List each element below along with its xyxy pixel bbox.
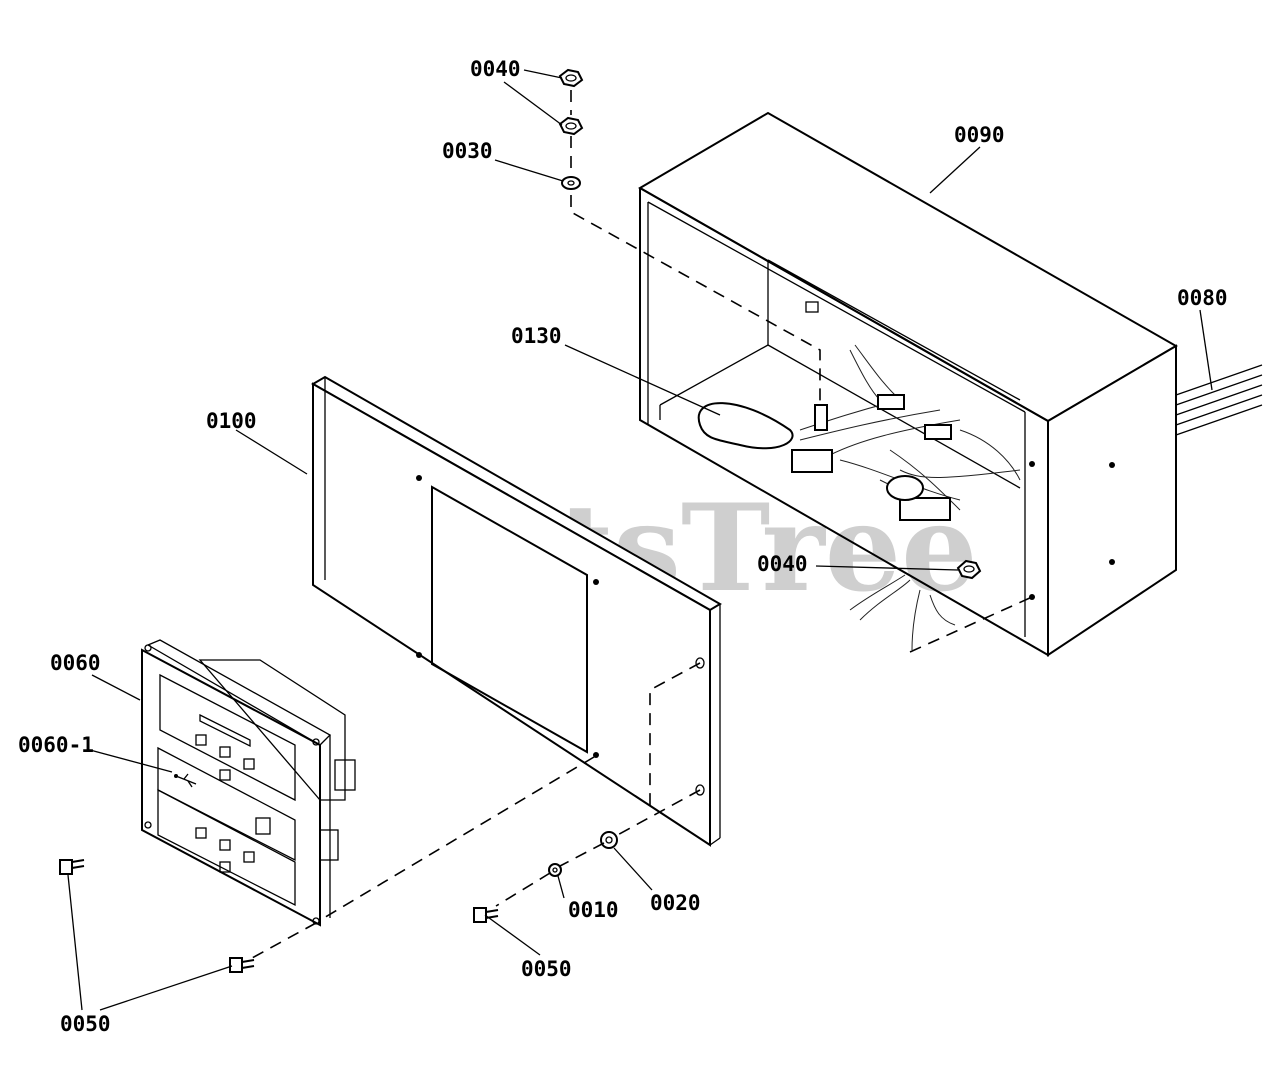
hole-icon bbox=[1029, 594, 1035, 600]
hole-icon bbox=[695, 784, 705, 796]
callout-0050-mid[interactable]: 0050 bbox=[521, 957, 572, 981]
wiring-harness[interactable] bbox=[697, 344, 1021, 651]
leader-lines bbox=[67, 69, 1213, 1011]
hole-icon bbox=[1109, 462, 1115, 468]
hole-icon bbox=[1109, 559, 1115, 565]
callout-0020[interactable]: 0020 bbox=[650, 891, 701, 915]
callout-0060[interactable]: 0060 bbox=[50, 651, 101, 675]
callout-0040-mid[interactable]: 0040 bbox=[757, 552, 808, 576]
hole-icon bbox=[695, 657, 705, 669]
washer[interactable] bbox=[561, 176, 581, 190]
hole-icon bbox=[416, 475, 422, 481]
hex-nut[interactable] bbox=[558, 116, 584, 136]
callout-0010[interactable]: 0010 bbox=[568, 898, 619, 922]
keypad-button-icon bbox=[219, 839, 231, 851]
callout-0130[interactable]: 0130 bbox=[511, 324, 562, 348]
front-panel[interactable] bbox=[310, 375, 722, 847]
keypad-button-icon bbox=[219, 769, 231, 781]
hex-nut[interactable] bbox=[558, 68, 584, 88]
callout-0100[interactable]: 0100 bbox=[206, 409, 257, 433]
washer[interactable] bbox=[600, 831, 618, 849]
wire-bundle[interactable] bbox=[1175, 364, 1263, 436]
callout-0080[interactable]: 0080 bbox=[1177, 286, 1228, 310]
hole-icon bbox=[416, 652, 422, 658]
hole-icon bbox=[1029, 461, 1035, 467]
usb-icon bbox=[174, 773, 197, 788]
screw[interactable] bbox=[229, 957, 255, 973]
callout-0040-top[interactable]: 0040 bbox=[470, 57, 521, 81]
hole-icon bbox=[593, 752, 599, 758]
screw[interactable] bbox=[59, 859, 85, 875]
enclosure-box[interactable] bbox=[638, 111, 1178, 657]
hole-icon bbox=[593, 579, 599, 585]
keypad-button-icon bbox=[243, 851, 255, 863]
lock-washer[interactable] bbox=[548, 863, 562, 877]
callout-labels: 0040 0030 0090 0080 0130 0100 0040 0060 … bbox=[18, 57, 1228, 1036]
keypad-button-icon bbox=[195, 827, 207, 839]
keypad-button-icon bbox=[243, 758, 255, 770]
assembly-lines bbox=[251, 90, 1033, 959]
keypad-button-icon bbox=[195, 734, 207, 746]
callout-0050-left[interactable]: 0050 bbox=[60, 1012, 111, 1036]
callout-0060-1[interactable]: 0060-1 bbox=[18, 733, 94, 757]
keypad-button-icon bbox=[219, 746, 231, 758]
callout-0090[interactable]: 0090 bbox=[954, 123, 1005, 147]
callout-0030[interactable]: 0030 bbox=[442, 139, 493, 163]
lightning-icon bbox=[255, 817, 271, 835]
controller-module[interactable] bbox=[141, 639, 356, 927]
keypad-button-icon bbox=[219, 861, 231, 873]
hex-nut[interactable] bbox=[956, 559, 982, 580]
